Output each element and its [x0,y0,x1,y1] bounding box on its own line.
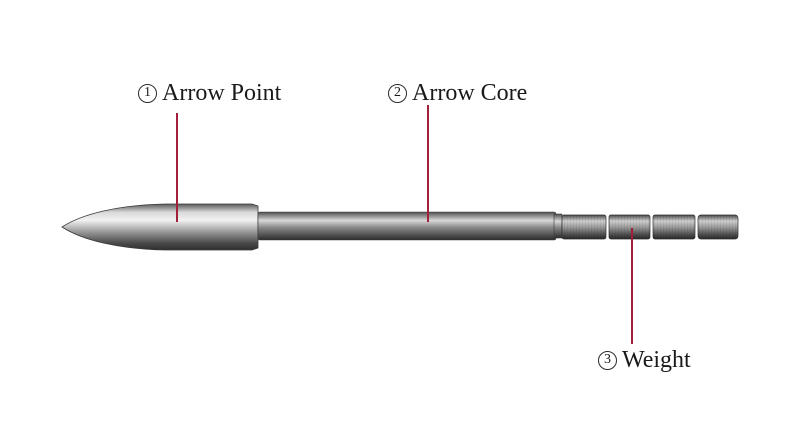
callout-number: 1 [138,83,157,103]
arrow-point-part [61,203,259,251]
shaft-collar [553,213,563,239]
arrow-core-part [257,211,557,241]
callout-number: 2 [388,83,407,103]
callout-arrow-core: 2 Arrow Core [388,79,527,107]
callout-weight: 3 Weight [598,346,691,374]
callout-label: Weight [622,347,691,373]
callout-number: 3 [598,350,617,370]
callout-label: Arrow Point [162,80,282,106]
callout-arrow-point: 1 Arrow Point [138,79,281,107]
callout-label: Arrow Core [412,80,528,106]
weight-part [561,214,739,240]
